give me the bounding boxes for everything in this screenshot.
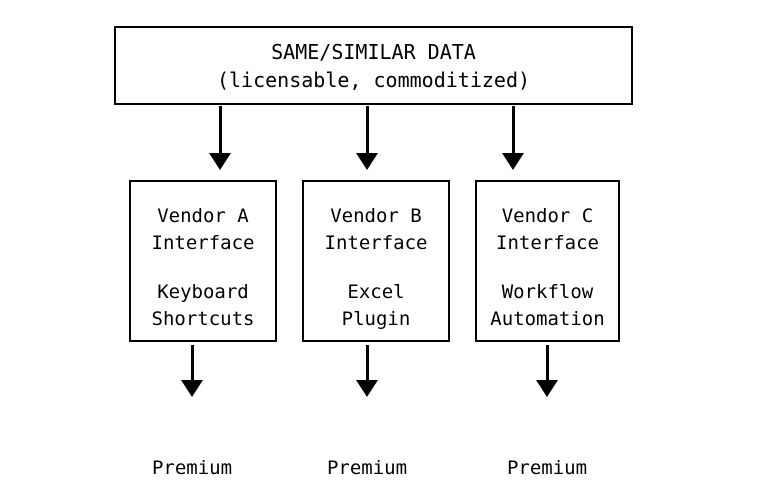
vendor-b-interface: Interface <box>324 232 428 254</box>
arrow-head-down-icon <box>356 153 378 170</box>
vendor-c-name: Vendor C <box>501 205 594 227</box>
arrow-shaft <box>365 106 369 154</box>
vendor-b-box: Vendor B Interface Excel Plugin <box>302 180 450 342</box>
vendor-c-interface: Interface <box>496 232 599 254</box>
arrow-shaft <box>511 106 515 154</box>
vendor-c-pricing-line-1: Premium <box>506 457 588 479</box>
vendor-c-feature-line-2: Automation <box>490 308 605 330</box>
vendor-a-feature-line-1: Keyboard <box>157 281 249 303</box>
source-data-box: SAME/SIMILAR DATA (licensable, commoditi… <box>114 26 633 105</box>
vendor-b-pricing-line-1: Premium <box>326 457 408 479</box>
vendor-a-pricing-line-1: Premium <box>151 457 233 479</box>
arrow-vendor-c-to-pricing-icon <box>535 345 559 397</box>
arrow-shaft <box>190 345 194 381</box>
vendor-b-name: Vendor B <box>330 205 422 227</box>
vendor-c-pricing-label: Premium Pricing <box>462 401 632 482</box>
arrow-shaft <box>545 345 549 381</box>
arrow-source-to-vendor-c-icon <box>501 106 525 172</box>
vendor-b-pricing-label: Premium Pricing <box>282 401 452 482</box>
arrow-shaft <box>365 345 369 381</box>
vendor-b-feature-line-2: Plugin <box>341 308 411 330</box>
vendor-a-pricing-label: Premium Pricing <box>107 401 277 482</box>
vendor-a-name: Vendor A <box>157 205 249 227</box>
arrow-vendor-a-to-pricing-icon <box>180 345 204 397</box>
arrow-head-down-icon <box>181 380 203 397</box>
vendor-a-feature-line-2: Shortcuts <box>151 308 255 330</box>
arrow-vendor-b-to-pricing-icon <box>355 345 379 397</box>
arrow-source-to-vendor-a-icon <box>208 106 232 172</box>
source-data-subtitle: (licensable, commoditized) <box>216 67 531 92</box>
source-data-title: SAME/SIMILAR DATA <box>271 39 476 64</box>
vendor-c-box: Vendor C Interface Workflow Automation <box>475 180 620 342</box>
arrow-source-to-vendor-b-icon <box>355 106 379 172</box>
arrow-head-down-icon <box>502 153 524 170</box>
vendor-b-feature-line-1: Excel <box>347 281 405 303</box>
vendor-c-feature-line-1: Workflow <box>501 281 594 303</box>
arrow-head-down-icon <box>536 380 558 397</box>
arrow-shaft <box>218 106 222 154</box>
vendor-a-interface: Interface <box>151 232 255 254</box>
arrow-head-down-icon <box>356 380 378 397</box>
arrow-head-down-icon <box>209 153 231 170</box>
vendor-a-box: Vendor A Interface Keyboard Shortcuts <box>129 180 277 342</box>
